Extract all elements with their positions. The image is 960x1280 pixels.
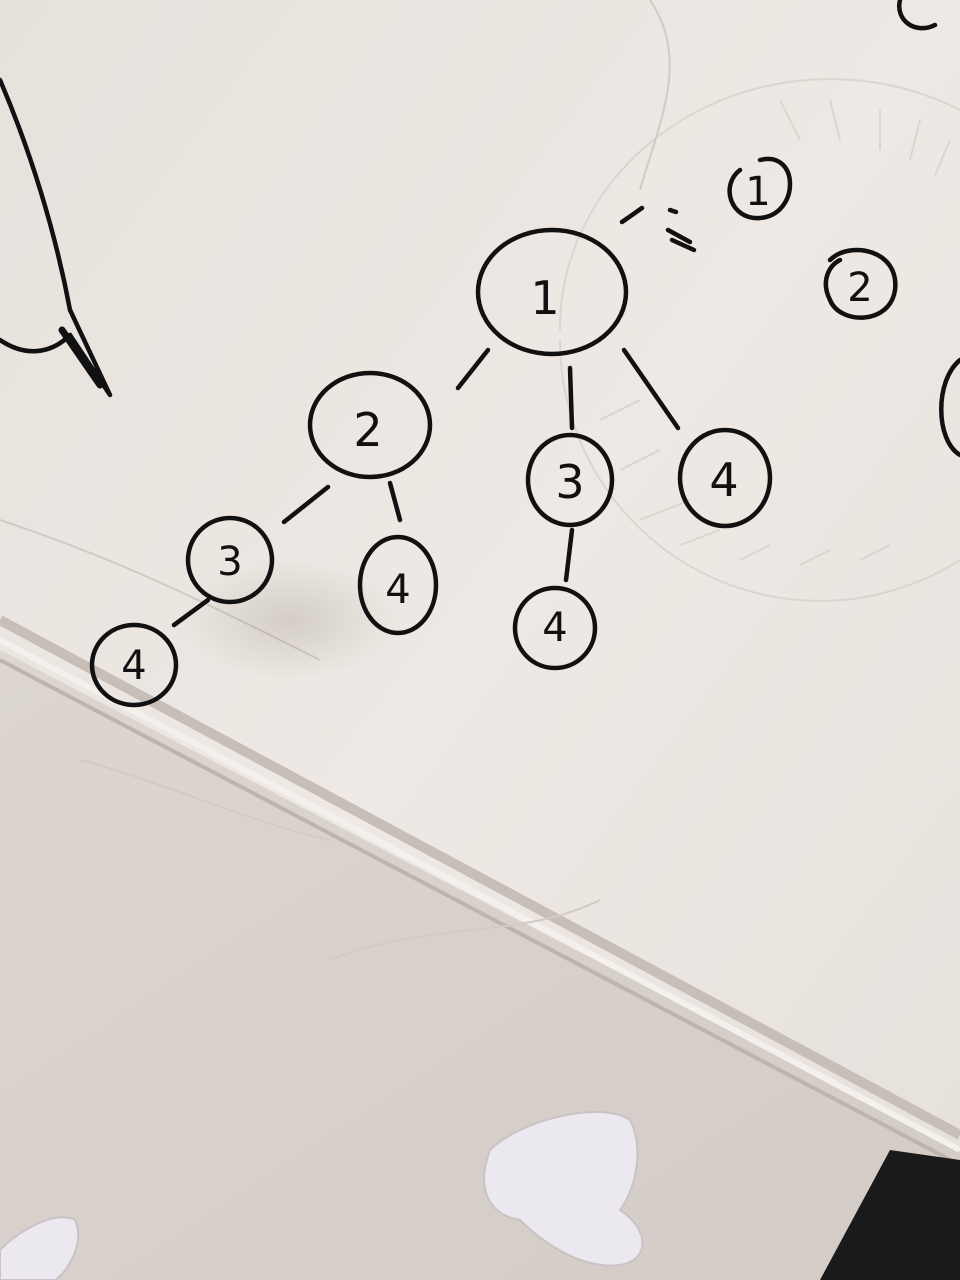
tree-node-3-mid: 3	[525, 432, 615, 528]
tree-node-4-right: 4	[677, 427, 773, 529]
tree-node-3-left: 3	[185, 515, 275, 605]
node-4-bottom-left-label: 4	[121, 643, 146, 689]
edge-3-4b	[563, 527, 575, 583]
arrow-sketch	[0, 77, 113, 398]
dark-corner	[820, 1150, 960, 1280]
peeled-spot-left	[0, 1216, 80, 1280]
root-label: 1	[530, 271, 559, 325]
paper-lower	[0, 650, 960, 1280]
edge-2-3	[281, 484, 331, 525]
fold-edge	[0, 615, 960, 1140]
edge-1-4	[621, 347, 681, 431]
tree-edges	[171, 205, 697, 628]
node-3-mid-label: 3	[555, 455, 584, 509]
fold-edge-highlight	[0, 637, 960, 1153]
fold-edge-shadow	[0, 658, 960, 1167]
tree-node-2: 2	[307, 370, 433, 480]
edge-2-4	[387, 480, 403, 523]
margin-note-1: 1	[727, 156, 793, 221]
node-2-label: 2	[353, 403, 382, 457]
edge-3-4a	[171, 597, 211, 628]
node-4-under-2-label: 4	[385, 567, 410, 613]
tree-node-4-under-3: 4	[512, 585, 598, 671]
node-4-under-3-label: 4	[542, 605, 567, 651]
node-3-left-label: 3	[217, 539, 242, 585]
paper-stain	[180, 560, 400, 680]
edge-1-2	[455, 347, 491, 391]
margin-note-2-label: 2	[847, 265, 872, 311]
tree-root-node: 1	[475, 227, 629, 357]
margin-note-3-partial	[939, 357, 960, 458]
emboss-pattern	[558, 78, 960, 602]
peeled-spot-right	[483, 1111, 644, 1267]
tree-node-4-under-2: 4	[357, 534, 439, 636]
edge-1-notes	[619, 205, 645, 225]
node-4-right-label: 4	[709, 453, 738, 507]
margin-note-1-label: 1	[745, 169, 770, 215]
edge-1-3	[567, 365, 575, 431]
margin-note-2: 2	[823, 247, 898, 320]
tree-node-4-bottom-left: 4	[89, 622, 179, 708]
margin-note-top-partial	[896, 0, 938, 31]
